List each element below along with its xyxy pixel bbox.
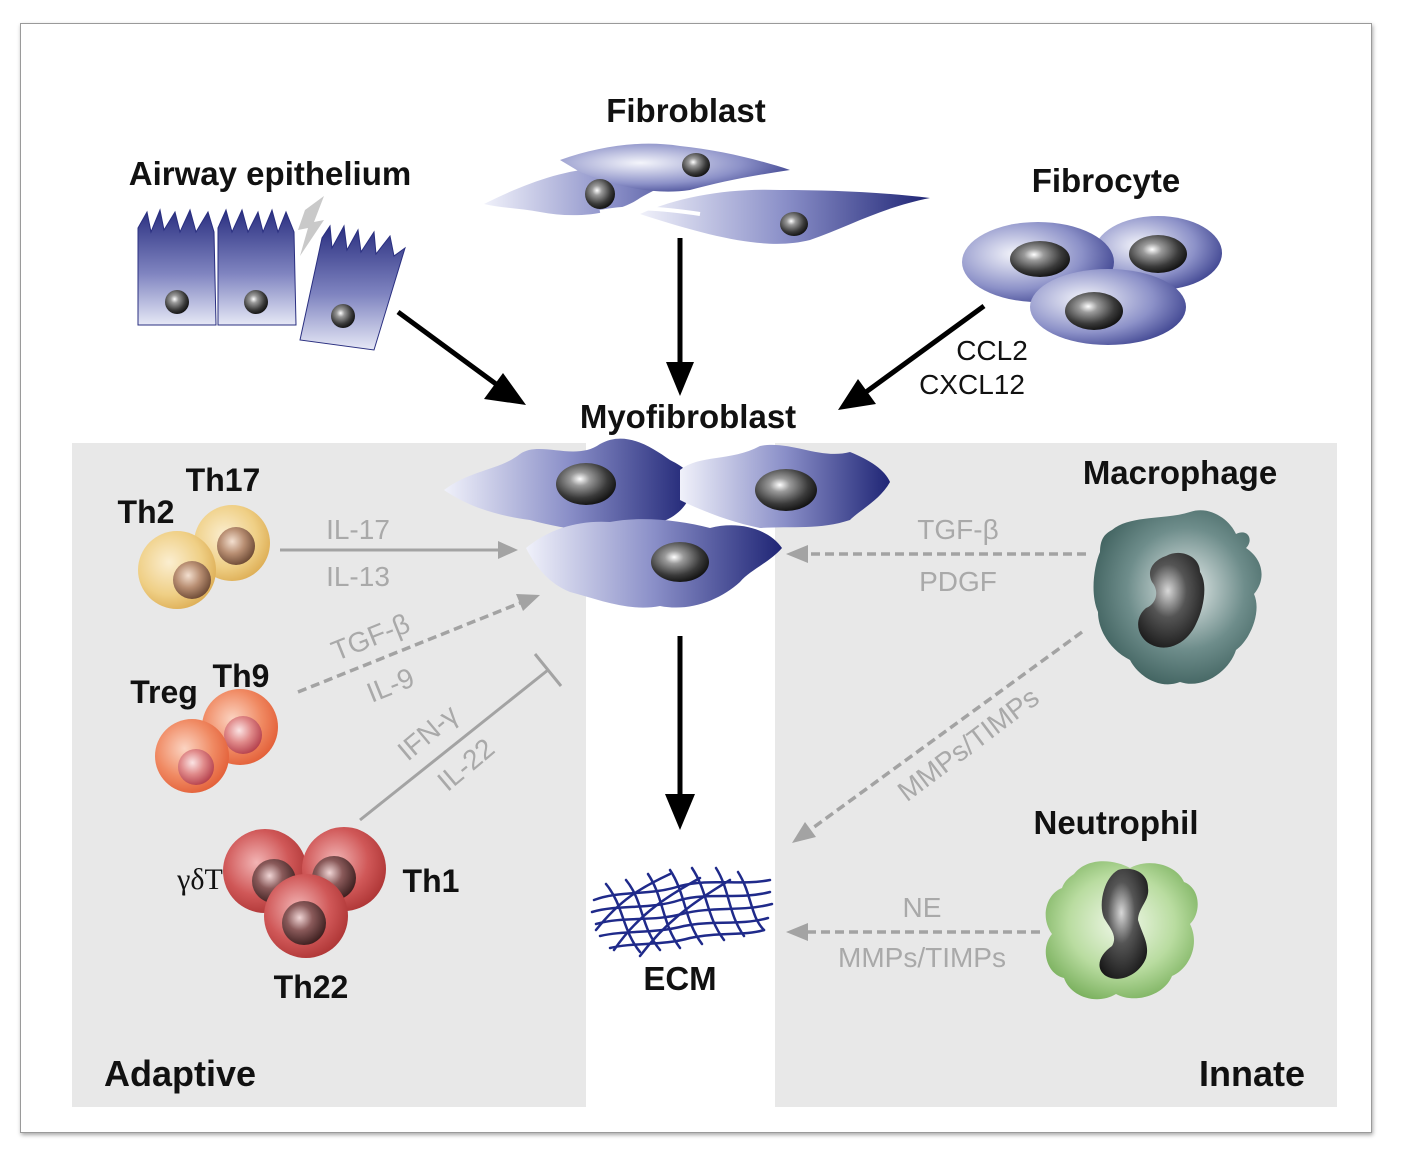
neutrophil-label: Neutrophil — [1034, 804, 1199, 841]
fibroblast-label: Fibroblast — [606, 92, 766, 129]
innate-label: Innate — [1199, 1053, 1305, 1094]
airway-epithelium-label: Airway epithelium — [129, 155, 411, 192]
treg-label: Treg — [130, 674, 198, 710]
pdgf-label: PDGF — [919, 566, 997, 597]
innate-panel — [775, 443, 1337, 1107]
airway-epithelium-cells — [137, 196, 406, 351]
macrophage-label: Macrophage — [1083, 454, 1277, 491]
th1-label: Th1 — [403, 863, 460, 899]
gdt-label: γδT — [176, 863, 223, 896]
fibrocyte-cells — [962, 216, 1222, 345]
mmps-timps-neutrophil-label: MMPs/TIMPs — [838, 942, 1006, 973]
myofibroblast-cells — [444, 438, 890, 608]
ecm-label: ECM — [643, 960, 716, 997]
fibroblast-cells — [484, 143, 930, 244]
th17-label: Th17 — [186, 462, 261, 498]
fibrocyte-label: Fibrocyte — [1032, 162, 1181, 199]
tgfb-innate-label: TGF-β — [917, 514, 998, 545]
cxcl12-label: CXCL12 — [919, 369, 1025, 400]
il17-label: IL-17 — [326, 514, 390, 545]
il13-label: IL-13 — [326, 561, 390, 592]
th2-label: Th2 — [118, 494, 175, 530]
adaptive-label: Adaptive — [104, 1053, 256, 1094]
treg-th9-cells — [155, 689, 278, 793]
adaptive-arrows — [280, 541, 563, 822]
th9-label: Th9 — [213, 658, 270, 694]
black-arrows — [396, 238, 986, 830]
ne-label: NE — [903, 892, 942, 923]
myofibroblast-label: Myofibroblast — [580, 398, 796, 435]
innate-arrows — [786, 545, 1086, 941]
gdt-th1-th22-cells — [223, 827, 386, 958]
th2-th17-cells — [138, 505, 270, 609]
neutrophil-cell — [1045, 861, 1198, 1000]
th22-label: Th22 — [274, 969, 349, 1005]
ecm-mesh — [590, 866, 774, 958]
ccl2-label: CCL2 — [956, 335, 1028, 366]
macrophage-cell — [1093, 510, 1262, 685]
lightning-bolt-icon — [298, 196, 324, 256]
